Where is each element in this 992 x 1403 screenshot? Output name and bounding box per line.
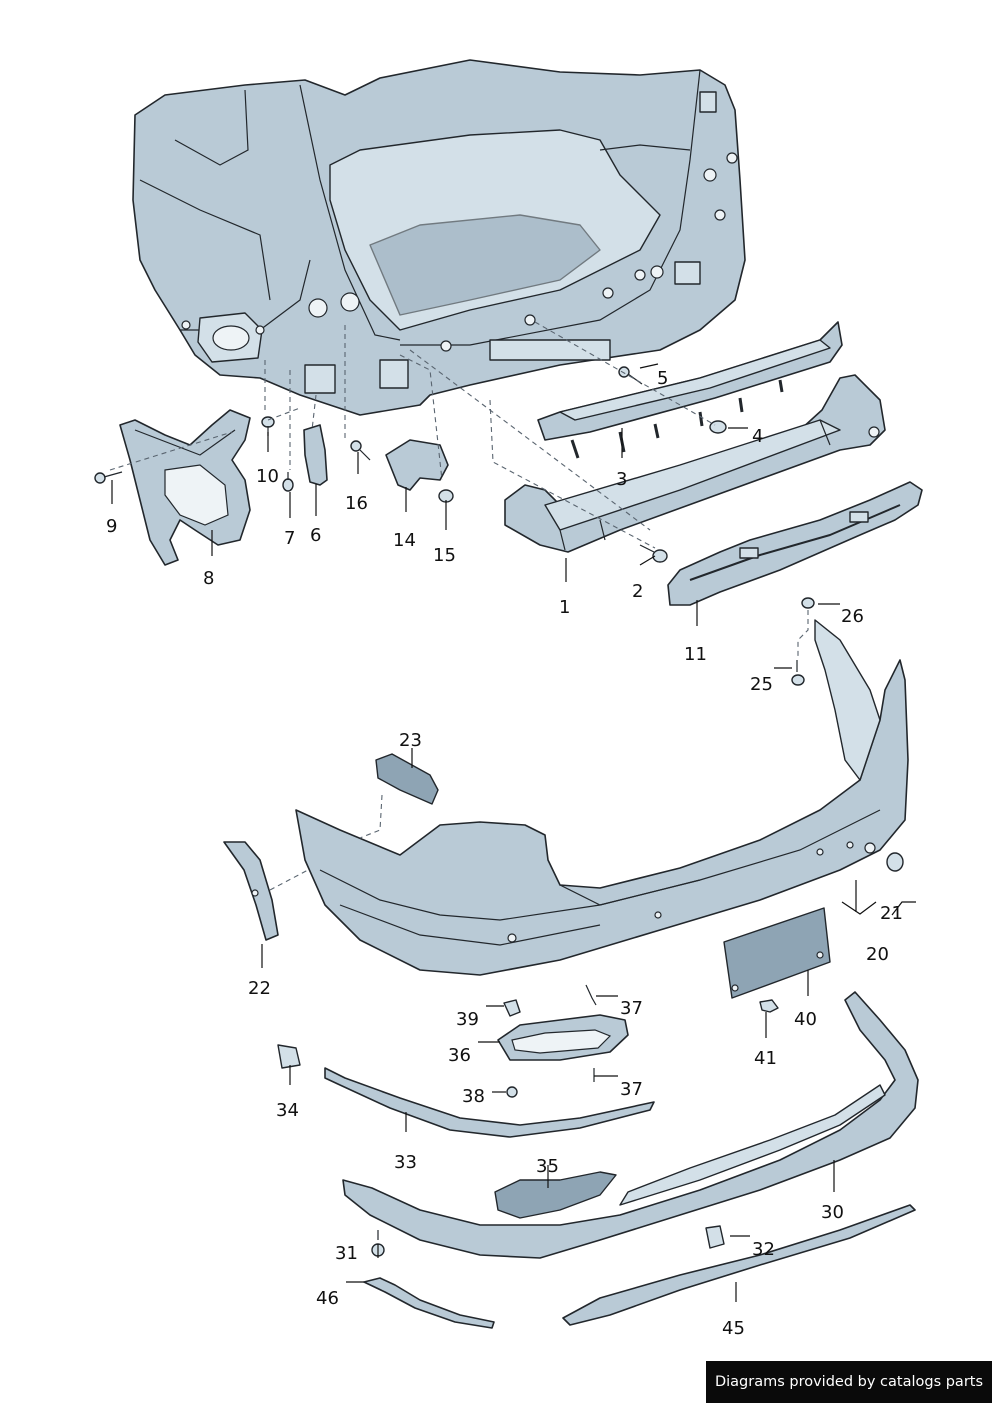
callout-20: 20 [866, 944, 889, 965]
part-23-pad [375, 753, 439, 805]
callout-23: 23 [399, 730, 422, 751]
part-46-strip [363, 1277, 495, 1329]
part-35-insert [494, 1171, 617, 1219]
part-40-plate-carrier [723, 907, 831, 999]
small-clips [277, 984, 725, 1257]
rear-body-shell [132, 59, 746, 416]
callout-40: 40 [794, 1009, 817, 1030]
callout-labels: 1 2 3 4 5 6 7 8 9 10 11 14 15 16 20 21 2… [106, 368, 903, 1339]
callout-6: 6 [310, 525, 321, 546]
callout-26: 26 [841, 606, 864, 627]
part-20-bumper-cover [295, 619, 909, 976]
callout-45: 45 [722, 1318, 745, 1339]
callout-21: 21 [880, 903, 903, 924]
credit-text: Diagrams provided by catalogs parts [714, 1374, 984, 1390]
guide-lines [109, 321, 809, 891]
part-8-side-bracket [119, 409, 251, 566]
part-14-bracket [385, 439, 449, 491]
callout-7: 7 [284, 528, 295, 549]
fasteners [94, 366, 815, 686]
callout-38: 38 [462, 1086, 485, 1107]
callout-34: 34 [276, 1100, 299, 1121]
part-33-trim-strip [324, 1067, 655, 1138]
callout-4: 4 [752, 426, 763, 447]
callout-31: 31 [335, 1243, 358, 1264]
callout-1: 1 [559, 597, 570, 618]
callout-25: 25 [750, 674, 773, 695]
callout-14: 14 [393, 530, 416, 551]
callout-33: 33 [394, 1152, 417, 1173]
part-30-diffuser [342, 991, 919, 1259]
callout-8: 8 [203, 568, 214, 589]
callout-30: 30 [821, 1202, 844, 1223]
callout-10: 10 [256, 466, 279, 487]
part-41-fastener [759, 999, 779, 1013]
part-11-absorber [667, 481, 923, 606]
callout-41: 41 [754, 1048, 777, 1069]
callout-22: 22 [248, 978, 271, 999]
part-45-strip [562, 1204, 916, 1326]
callout-16: 16 [345, 493, 368, 514]
part-6-bracket [303, 424, 328, 486]
part-1-bumper-beam [504, 374, 886, 553]
callout-37-lower: 37 [620, 1079, 643, 1100]
callout-46: 46 [316, 1288, 339, 1309]
callout-11: 11 [684, 644, 707, 665]
credit-banner: Diagrams provided by catalogs parts [706, 1361, 992, 1403]
part-36-insert [497, 1014, 629, 1061]
leader-lines [111, 363, 916, 1302]
callout-5: 5 [657, 368, 668, 389]
callout-2: 2 [632, 581, 643, 602]
callout-3: 3 [616, 469, 627, 490]
part-22-side-trim [223, 841, 279, 941]
callout-37-upper: 37 [620, 998, 643, 1019]
callout-35: 35 [536, 1156, 559, 1177]
callout-36: 36 [448, 1045, 471, 1066]
callout-9: 9 [106, 516, 117, 537]
callout-39: 39 [456, 1009, 479, 1030]
callout-32: 32 [752, 1239, 775, 1260]
callout-15: 15 [433, 545, 456, 566]
